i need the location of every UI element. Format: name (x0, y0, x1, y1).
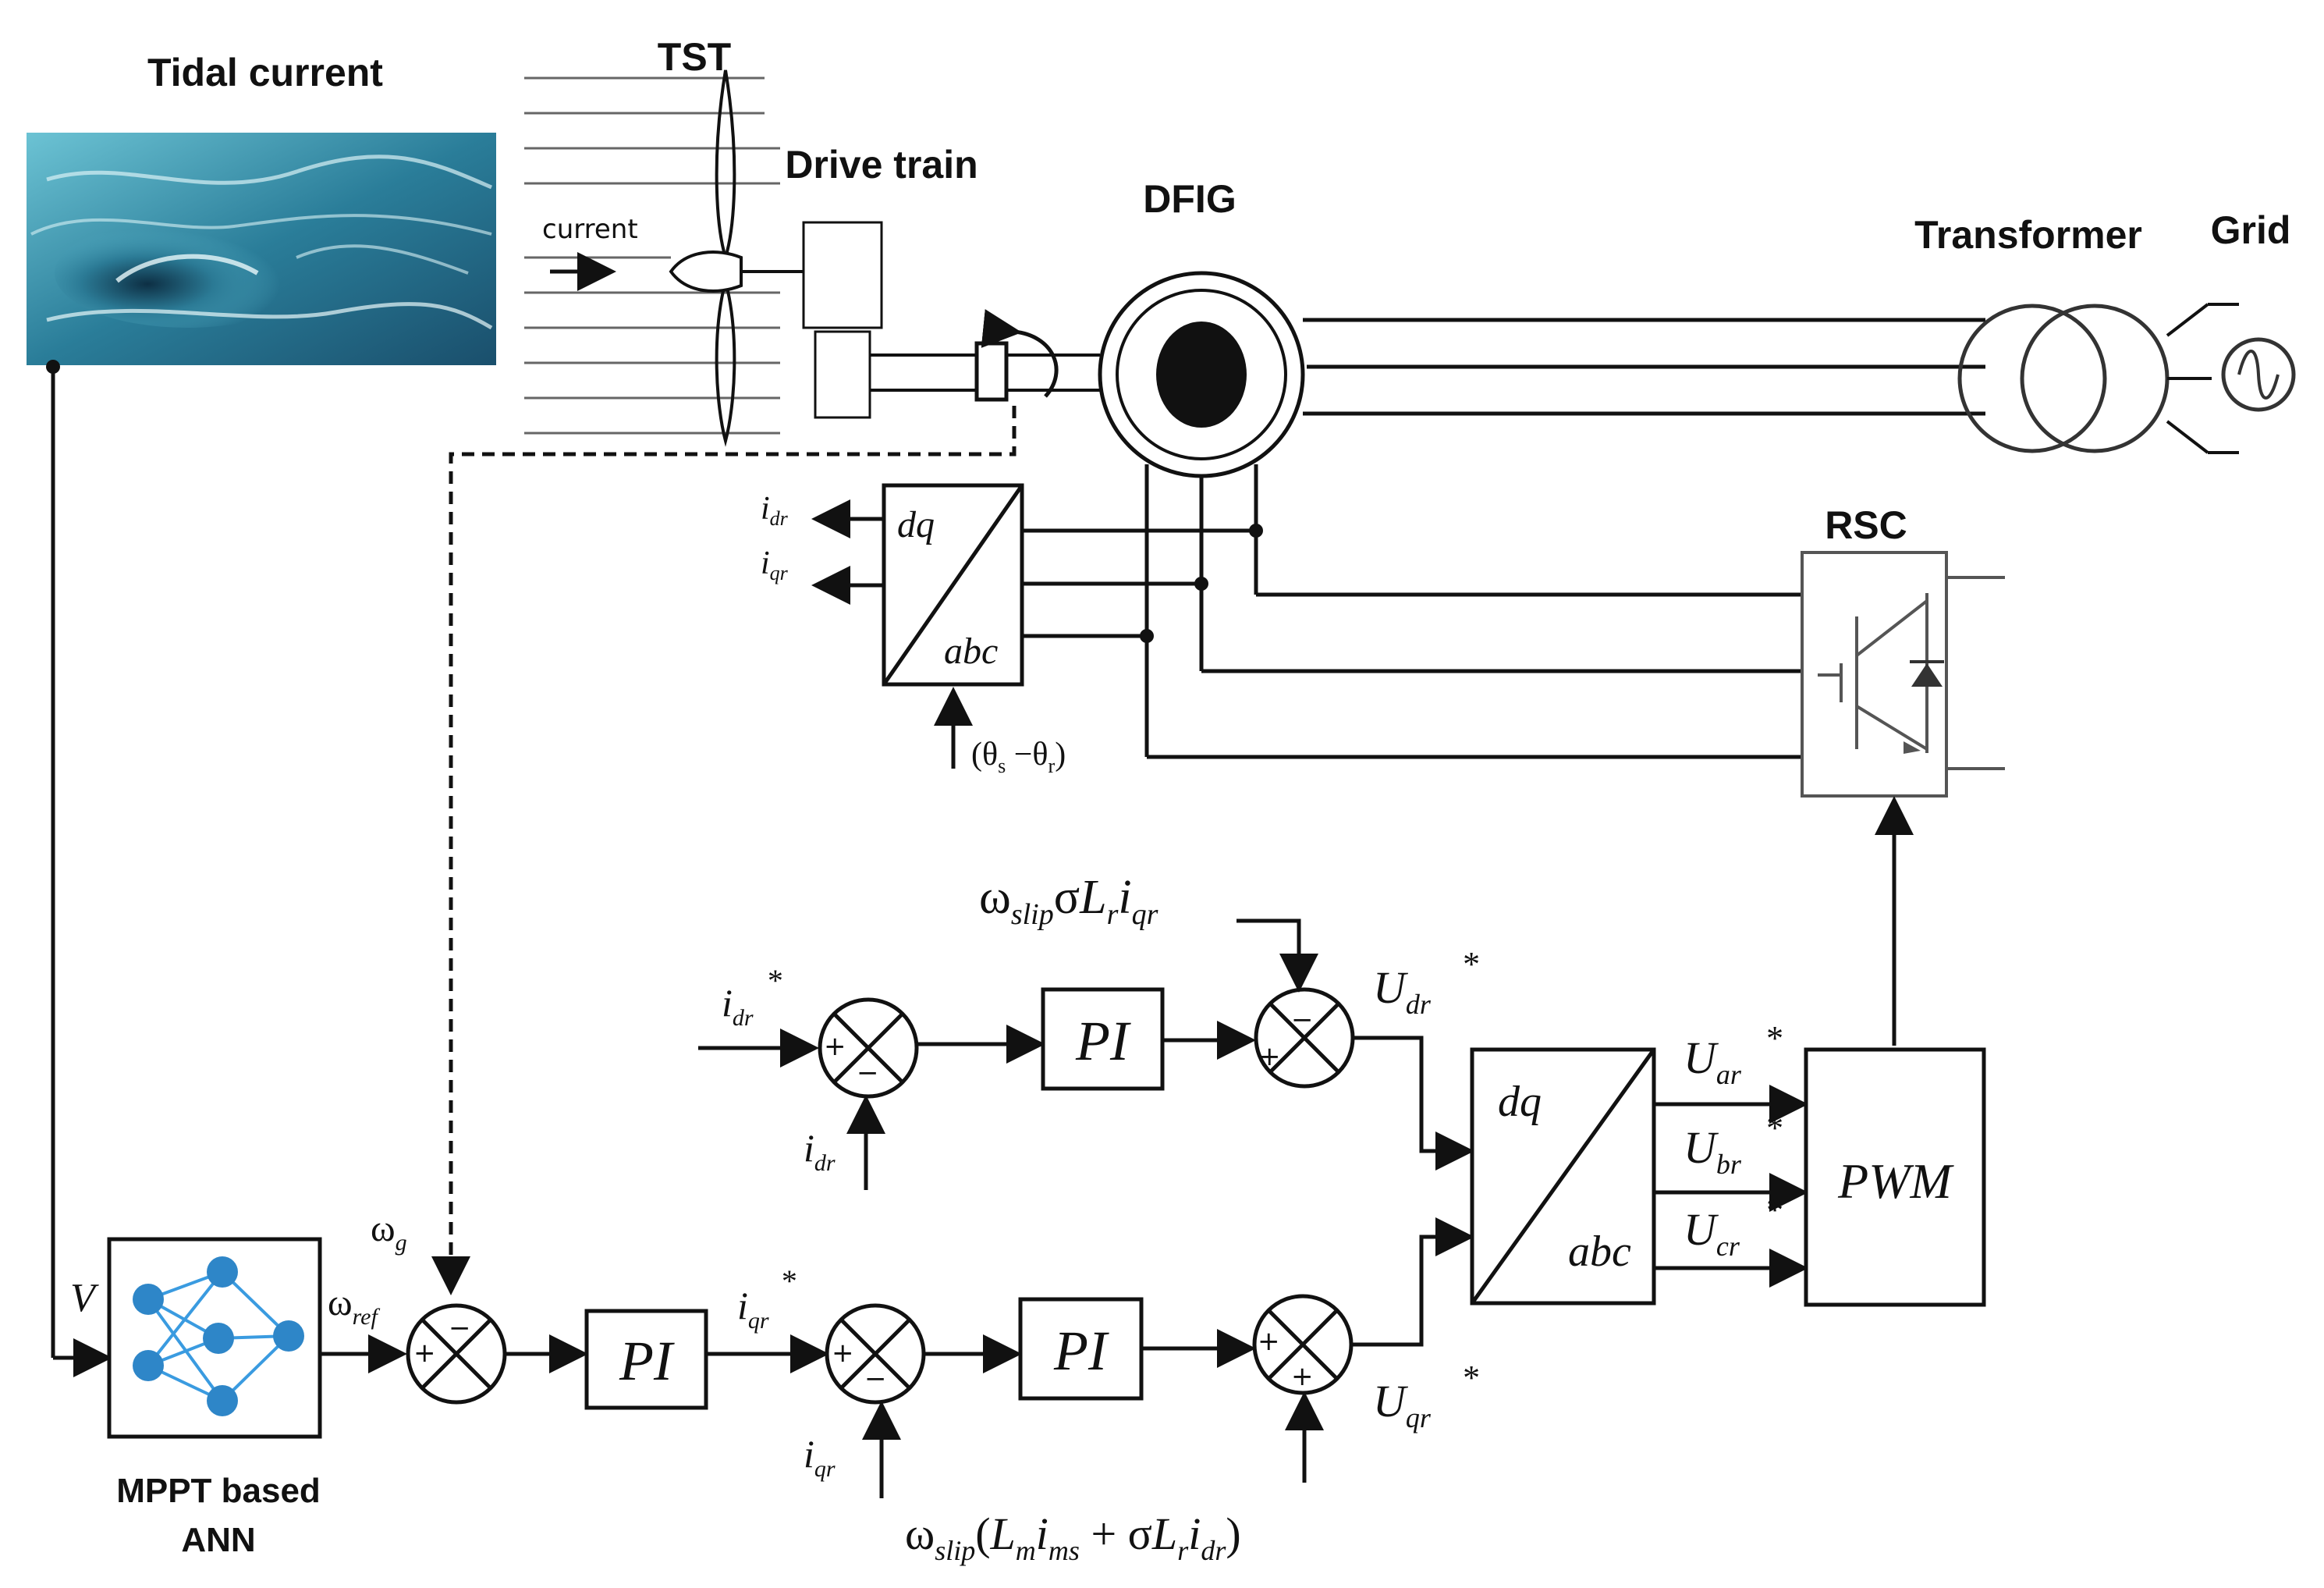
dfig-title: DFIG (1143, 177, 1236, 221)
dq-to-abc-transform-block (1470, 1047, 1656, 1306)
pwm-label: PWM (1837, 1153, 1954, 1209)
iqr-ref-label: iqr (737, 1284, 769, 1334)
abc-to-dq-transform-block (882, 483, 1024, 687)
speed-pi-label: PI (619, 1330, 675, 1392)
ud-sum-plus-bottom: + (1258, 1041, 1281, 1072)
iqr-feedback-label: iqr (804, 1432, 836, 1482)
iq-current-summing-junction (825, 1303, 926, 1405)
drive-train (802, 221, 1100, 419)
transformer-symbol (1957, 303, 2239, 454)
idr-out-label: idr (761, 491, 789, 530)
uqr-ref-star: * (1461, 1359, 1478, 1397)
speed-sum-minus: − (449, 1313, 471, 1344)
id-pi-label: PI (1075, 1010, 1131, 1072)
uqr-ref-label: Uqr (1373, 1376, 1432, 1433)
grid-source-symbol (2221, 337, 2296, 412)
iqr-ref-star: * (780, 1263, 796, 1298)
tidal-current-image (27, 133, 496, 365)
udr-feedforward-label: ωslipσLriqr (979, 871, 1158, 931)
dfig-machine (1098, 271, 1305, 478)
mppt-ann-block (107, 1237, 322, 1439)
top-abc-label: abc (944, 631, 998, 672)
idr-ref-star: * (766, 963, 782, 998)
speed-error-summing-junction (406, 1303, 507, 1405)
speed-feedback-line (431, 406, 1017, 1295)
theta-input-label: (θs −θr) (971, 737, 1066, 777)
uar-ref-star: * (1765, 1019, 1782, 1057)
rsc-title: RSC (1825, 503, 1907, 547)
uq-sum-plus-bottom: + (1291, 1361, 1314, 1392)
tst-water-lines (524, 76, 780, 435)
grid-title: Grid (2211, 208, 2291, 252)
id-pi-block (1041, 987, 1165, 1091)
ud-sum-minus-top: − (1291, 1004, 1314, 1036)
bottom-abc-label: abc (1568, 1227, 1631, 1276)
speed-sum-plus: + (413, 1338, 436, 1369)
iq-sum-minus: − (864, 1363, 887, 1394)
bottom-dq-label: dq (1498, 1078, 1542, 1126)
drive-train-title: Drive train (785, 143, 977, 187)
tidal-current-title: Tidal current (147, 51, 383, 94)
idr-ref-label: idr (722, 981, 754, 1031)
omega-ref-label: ωref (328, 1282, 380, 1330)
id-sum-minus: − (857, 1057, 879, 1089)
v-input-label: V (70, 1276, 99, 1320)
ucr-ref-star: * (1765, 1191, 1782, 1229)
id-current-summing-junction (818, 997, 919, 1099)
udr-ref-label: Udr (1373, 962, 1432, 1020)
mppt-label-line2: ANN (181, 1521, 255, 1559)
mppt-label-line1: MPPT based (116, 1472, 321, 1510)
transformer-title: Transformer (1914, 213, 2142, 257)
pwm-block (1804, 1047, 1986, 1307)
omega-g-label: ωg (371, 1208, 407, 1256)
idr-feedback-label: idr (804, 1126, 836, 1176)
iq-pi-block (1018, 1297, 1144, 1401)
iq-pi-label: PI (1053, 1320, 1109, 1382)
uar-ref-label: Uar (1684, 1032, 1742, 1090)
iqr-out-label: iqr (761, 545, 789, 584)
udr-ref-star: * (1461, 945, 1478, 983)
turbine-blades (669, 69, 804, 447)
speed-pi-block (584, 1309, 708, 1410)
top-dq-label: dq (897, 504, 935, 545)
uq-sum-plus-left: + (1258, 1326, 1280, 1357)
ucr-ref-label: Ucr (1684, 1204, 1740, 1262)
rsc-converter (1801, 551, 2005, 798)
iq-sum-plus: + (832, 1338, 854, 1369)
ubr-ref-star: * (1765, 1109, 1782, 1147)
ubr-ref-label: Ubr (1684, 1122, 1742, 1180)
id-sum-plus: + (824, 1031, 846, 1062)
tst-title: TST (658, 35, 731, 79)
current-label: current (542, 214, 638, 245)
uqr-feedforward-label: ωslip(Lmims + σLridr) (905, 1508, 1241, 1566)
